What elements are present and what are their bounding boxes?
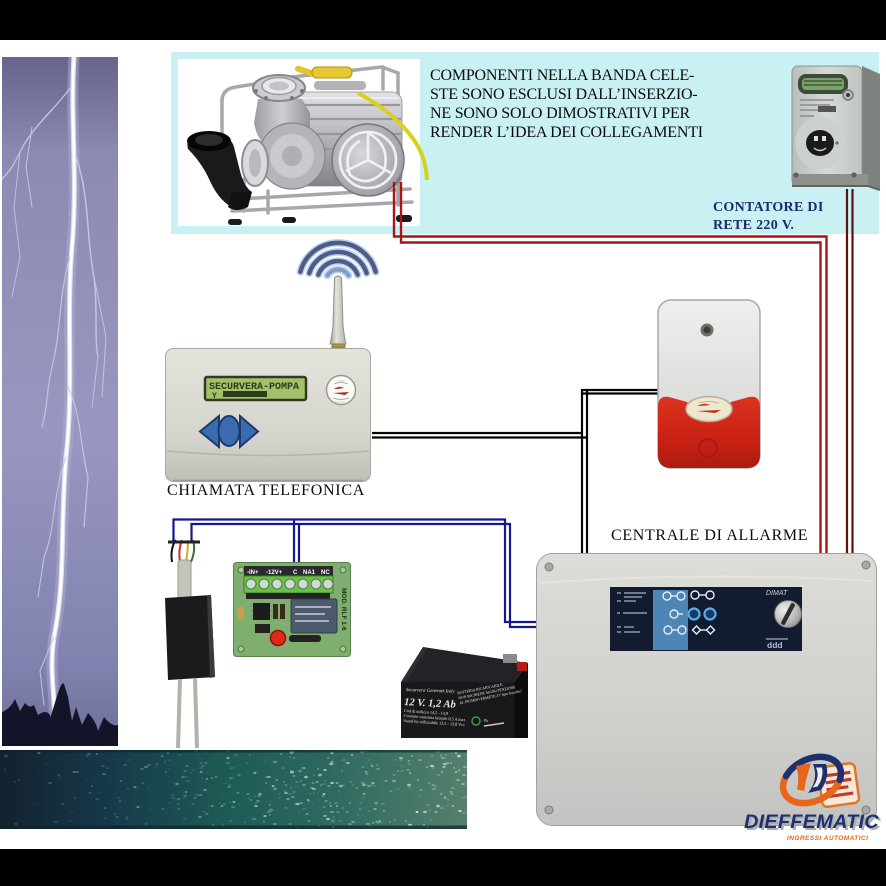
- svg-text:NA1: NA1: [303, 570, 316, 576]
- svg-text:12 V. 1,2 Ab: 12 V. 1,2 Ab: [404, 697, 456, 711]
- svg-text:Y: Y: [212, 392, 217, 401]
- svg-text:DIMAT: DIMAT: [766, 590, 788, 597]
- svg-text:-12V+: -12V+: [266, 570, 283, 576]
- svg-text:C: C: [293, 570, 298, 576]
- svg-text:MOD. RLF 1-6: MOD. RLF 1-6: [340, 588, 347, 631]
- svg-text:Corrente massima iniziale 0,5: Corrente massima iniziale 0,5 A max: [404, 713, 467, 723]
- svg-text:Stand-by utilizzabile 13,5 - 1: Stand-by utilizzabile 13,5 - 13,8 Vcc: [403, 718, 465, 728]
- svg-text:SECURVERA-POMPA: SECURVERA-POMPA: [209, 382, 299, 393]
- svg-text:Pb: Pb: [484, 718, 488, 723]
- svg-text:-IN+: -IN+: [247, 570, 259, 576]
- svg-text:Securvera Generatk Italy: Securvera Generatk Italy: [406, 688, 455, 695]
- svg-text:ddd: ddd: [767, 640, 783, 650]
- svg-text:Cod di utilizzo 14,5 - 14,9: Cod di utilizzo 14,5 - 14,9: [404, 708, 448, 717]
- svg-text:NC: NC: [321, 570, 330, 576]
